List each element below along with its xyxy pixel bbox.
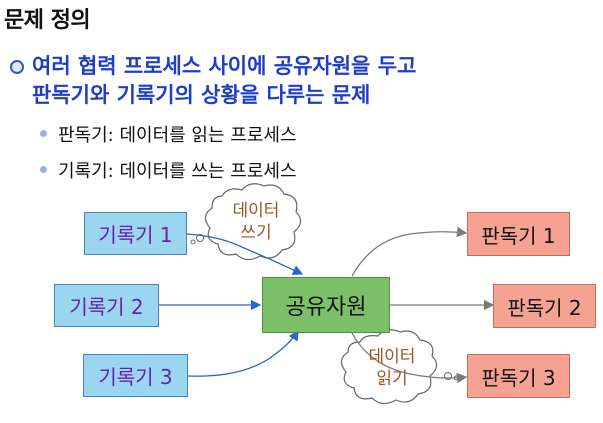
write-cloud-shape <box>204 183 302 261</box>
page-title: 문제 정의 <box>4 8 91 33</box>
write-cloud-puff <box>190 239 196 245</box>
sub-bullet-text: 기록기: 데이터를 쓰는 프로세스 <box>58 161 297 182</box>
write-cloud-puff <box>196 234 204 242</box>
sub-bullet-text: 판독기: 데이터를 읽는 프로세스 <box>58 125 297 146</box>
reader-box-3: 판독기 3 <box>467 354 570 398</box>
arrow-shared-to-reader3 <box>351 332 468 384</box>
shared-resource-box: 공유자원 <box>262 277 390 333</box>
arrow-writer3-to-shared <box>187 329 299 377</box>
reader-box-2: 판독기 2 <box>493 284 596 328</box>
bullet-ring-icon <box>10 60 24 74</box>
reader-box-1: 판독기 1 <box>467 212 570 256</box>
sub-bullet-reader: 판독기: 데이터를 읽는 프로세스 <box>40 121 297 147</box>
main-bullet: 여러 협력 프로세스 사이에 공유자원을 두고 판독기와 기록기의 상황을 다루… <box>10 52 595 110</box>
arrow-shared-to-reader1 <box>351 226 468 277</box>
main-bullet-text: 여러 협력 프로세스 사이에 공유자원을 두고 판독기와 기록기의 상황을 다루… <box>32 54 417 107</box>
bullet-dot-icon <box>40 166 47 173</box>
write-cloud-label: 데이터 쓰기 <box>232 201 280 243</box>
sub-bullet-writer: 기록기: 데이터를 쓰는 프로세스 <box>40 157 297 183</box>
writer-box-3: 기록기 3 <box>83 354 188 397</box>
read-cloud-shape <box>340 329 438 405</box>
writer-box-2: 기록기 2 <box>54 284 159 327</box>
arrow-writer1-to-shared <box>185 233 304 275</box>
read-cloud-label: 데이터 읽기 <box>368 347 416 389</box>
writer-box-1: 기록기 1 <box>84 212 187 255</box>
bullet-dot-icon <box>40 130 47 137</box>
